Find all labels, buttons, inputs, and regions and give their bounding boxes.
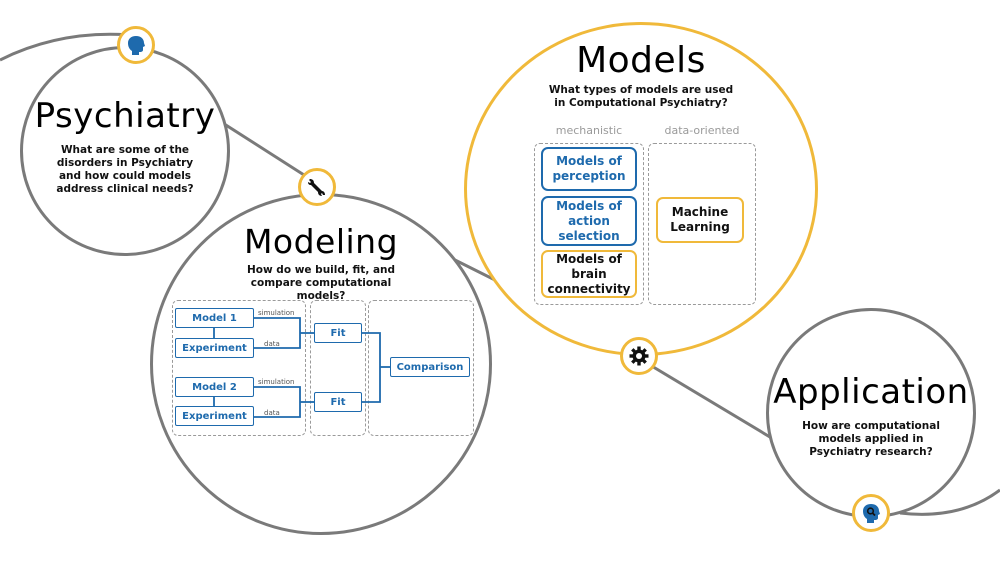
mechanistic-label: mechanistic	[555, 124, 623, 137]
models-of-perception-box: Models of perception	[541, 147, 637, 191]
flow-panel-middle	[310, 300, 366, 436]
data1-label: data	[264, 340, 280, 348]
data2-label: data	[264, 409, 280, 417]
models-badge	[620, 337, 658, 375]
modeling-question: How do we build, fit, and compare comput…	[246, 264, 396, 302]
application-title: Application	[773, 372, 969, 412]
psychiatry-badge	[117, 26, 155, 64]
application-question: How are computational models applied in …	[802, 420, 940, 458]
simulation2-label: simulation	[258, 378, 295, 386]
psychiatry-circle	[20, 46, 230, 256]
models-of-brain-connectivity-box: Models of brain connectivity	[541, 250, 637, 298]
model2-box: Model 2	[175, 377, 254, 397]
application-badge	[852, 494, 890, 532]
psychiatry-question: What are some of the disorders in Psychi…	[56, 144, 194, 195]
models-header: Models What types of models are used in …	[464, 40, 818, 110]
model1-box: Model 1	[175, 308, 254, 328]
flow-panel-right	[368, 300, 474, 436]
application-content: Application How are computational models…	[766, 372, 976, 459]
modeling-header: Modeling How do we build, fit, and compa…	[150, 222, 492, 303]
fit2-box: Fit	[314, 392, 362, 412]
psychiatry-content: Psychiatry What are some of the disorder…	[20, 96, 230, 196]
experiment2-box: Experiment	[175, 406, 254, 426]
fit1-box: Fit	[314, 323, 362, 343]
psychiatry-title: Psychiatry	[34, 96, 216, 136]
data-oriented-panel	[648, 143, 756, 305]
gear-icon	[629, 346, 649, 366]
models-title: Models	[576, 40, 706, 81]
models-of-action-selection-box: Models of action selection	[541, 196, 637, 246]
modeling-badge	[298, 168, 336, 206]
machine-learning-box: Machine Learning	[656, 197, 744, 243]
experiment1-box: Experiment	[175, 338, 254, 358]
models-question: What types of models are used in Computa…	[548, 84, 734, 109]
modeling-title: Modeling	[243, 222, 399, 261]
mechanistic-panel	[534, 143, 644, 305]
data-oriented-label: data-oriented	[664, 124, 740, 137]
head-magnifier-icon	[863, 504, 880, 523]
flow-panel-left	[172, 300, 306, 436]
wrench-icon	[308, 179, 325, 196]
head-silhouette-icon	[128, 36, 145, 55]
simulation1-label: simulation	[258, 309, 295, 317]
comparison-box: Comparison	[390, 357, 470, 377]
